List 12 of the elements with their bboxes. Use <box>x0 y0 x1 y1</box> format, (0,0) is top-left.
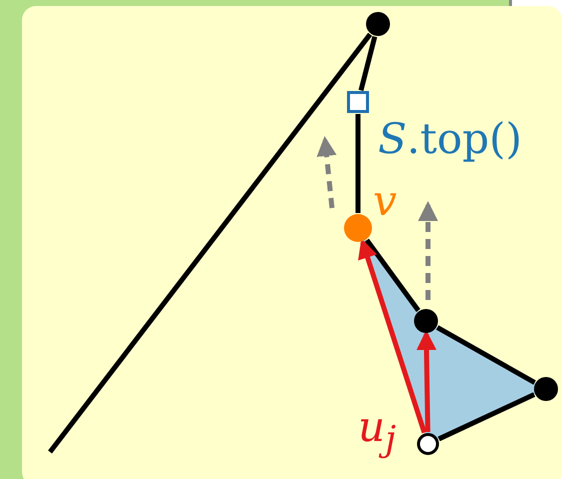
line-segment <box>438 392 536 442</box>
stack-top-square <box>347 91 369 113</box>
line-segment <box>358 36 378 91</box>
point-label: u$_{j}$ <box>358 406 396 458</box>
line-segment <box>356 114 360 213</box>
arrow <box>358 238 427 434</box>
point-label: v <box>373 180 397 222</box>
arrow <box>416 330 436 432</box>
line-segment <box>48 32 372 454</box>
point-label: S.top() <box>378 118 522 160</box>
line-segment <box>364 238 420 312</box>
line-segment <box>436 325 536 385</box>
